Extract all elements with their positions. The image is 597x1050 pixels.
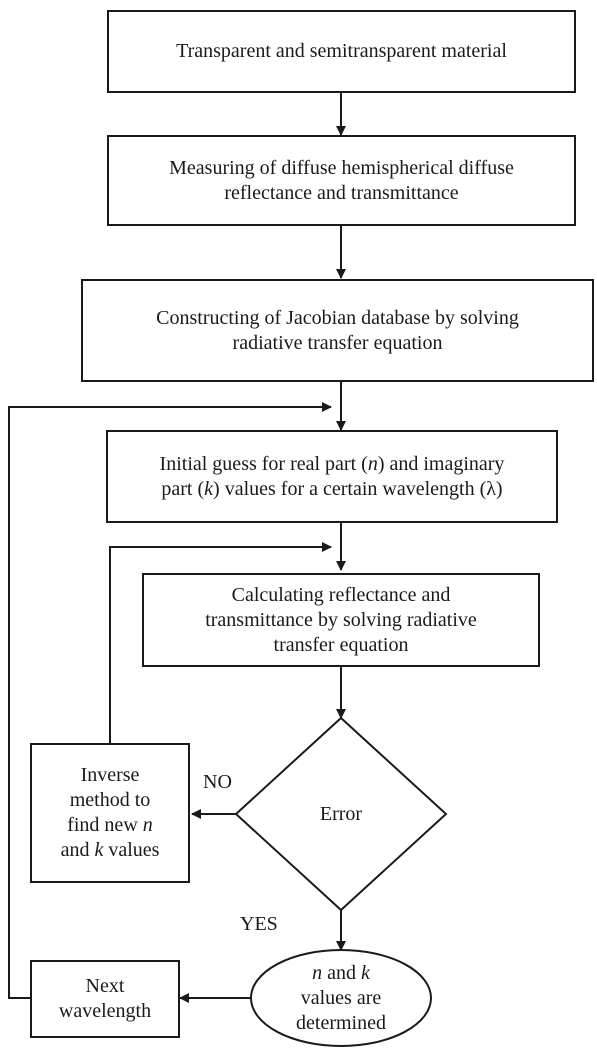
error-decision: Error xyxy=(236,718,446,910)
inverse-line-2: method to xyxy=(69,789,151,811)
result-line-1-and: and xyxy=(322,961,361,984)
inverse-method-box: Inverse method to find new n and k value… xyxy=(30,743,190,883)
next-line-1: Next xyxy=(85,975,125,997)
calculating-box: Calculating reflectance and transmittanc… xyxy=(142,573,540,667)
jacobian-line-1: Constructing of Jacobian database by sol… xyxy=(156,306,519,329)
inverse-line-1: Inverse xyxy=(80,764,140,786)
error-text: Error xyxy=(319,802,363,825)
inverse-line-4-b: values xyxy=(103,839,160,861)
start-text: Transparent and semitransparent material xyxy=(176,40,507,62)
measure-line-2: reflectance and transmittance xyxy=(224,181,459,204)
symbol-n: n xyxy=(142,814,153,836)
guess-line-2-b: ) values for a certain wavelength (λ) xyxy=(213,477,503,500)
result-line-3: determined xyxy=(296,1011,386,1034)
symbol-k: k xyxy=(361,961,370,984)
inverse-line-3-a: find new xyxy=(67,814,143,836)
calc-line-3: transfer equation xyxy=(273,633,409,656)
measure-box: Measuring of diffuse hemispherical diffu… xyxy=(107,135,576,226)
result-text: n and k values are determined xyxy=(296,961,386,1036)
initial-guess-text: Initial guess for real part (n) and imag… xyxy=(160,452,505,502)
inverse-line-4: and k values xyxy=(61,838,160,863)
inverse-line-4-a: and xyxy=(60,839,95,861)
measure-text: Measuring of diffuse hemispherical diffu… xyxy=(169,156,514,206)
error-diamond-shape xyxy=(234,716,448,912)
calculating-text: Calculating reflectance and transmittanc… xyxy=(205,583,477,658)
next-line-2: wavelength xyxy=(58,1000,152,1022)
measure-line-1: Measuring of diffuse hemispherical diffu… xyxy=(169,156,514,179)
calc-line-2: transmittance by solving radiative xyxy=(205,608,477,631)
symbol-n: n xyxy=(367,452,378,475)
inverse-line-3: find new n xyxy=(61,813,160,838)
yes-label: YES xyxy=(240,913,278,935)
guess-line-1: Initial guess for real part (n) and imag… xyxy=(160,452,505,477)
guess-line-2: part (k) values for a certain wavelength… xyxy=(160,477,505,502)
loop-next-to-guess xyxy=(8,402,332,999)
result-terminal: n and k values are determined xyxy=(251,950,431,1046)
calc-line-1: Calculating reflectance and xyxy=(231,583,451,606)
guess-line-1-b: ) and imaginary xyxy=(377,452,505,475)
jacobian-line-2: radiative transfer equation xyxy=(232,331,443,354)
guess-line-1-a: Initial guess for real part ( xyxy=(159,452,368,475)
loop-inverse-to-calc xyxy=(109,542,332,743)
result-ellipse-shape xyxy=(250,949,432,1047)
start-box: Transparent and semitransparent material xyxy=(107,10,576,93)
next-wavelength-box: Next wavelength xyxy=(30,960,180,1038)
initial-guess-box: Initial guess for real part (n) and imag… xyxy=(106,430,558,523)
symbol-n: n xyxy=(312,961,323,984)
next-wavelength-text: Next wavelength xyxy=(59,974,151,1024)
result-line-2: values are xyxy=(300,986,382,1009)
symbol-k: k xyxy=(94,839,104,861)
guess-line-2-a: part ( xyxy=(161,477,205,500)
inverse-method-text: Inverse method to find new n and k value… xyxy=(61,763,160,863)
symbol-k: k xyxy=(204,477,214,500)
no-label: NO xyxy=(203,771,232,793)
jacobian-box: Constructing of Jacobian database by sol… xyxy=(81,279,594,382)
result-line-1: n and k xyxy=(296,961,386,986)
jacobian-text: Constructing of Jacobian database by sol… xyxy=(156,306,519,356)
